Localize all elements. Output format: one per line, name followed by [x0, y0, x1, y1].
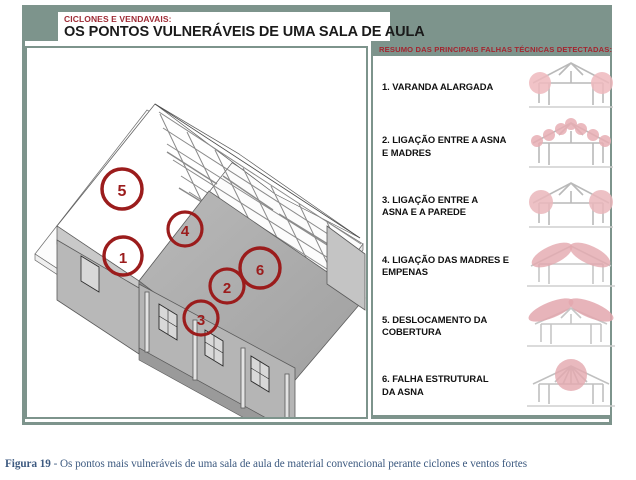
- failure-diagram-3: [525, 177, 617, 237]
- slide-title-bar: CICLONES E VENDAVAIS: OS PONTOS VULNERÁV…: [22, 5, 612, 41]
- failure-diagram-1: [525, 57, 617, 117]
- marker-3[interactable]: 3: [182, 299, 220, 337]
- failure-label-2: 2. LIGAÇÃO ENTRE A ASNA E MADRES: [382, 134, 507, 158]
- slide-kicker: CICLONES E VENDAVAIS:: [64, 14, 172, 24]
- marker-2[interactable]: 2: [208, 267, 246, 305]
- failure-item-2[interactable]: 2. LIGAÇÃO ENTRE A ASNA E MADRES: [374, 117, 613, 177]
- failure-label-1: 1. VARANDA ALARGADA: [382, 80, 494, 92]
- failure-label-4: 4. LIGAÇÃO DAS MADRES E EMPENAS: [382, 253, 509, 278]
- veranda-columns: [144, 291, 290, 417]
- figure-caption: Figura 19 - Os pontos mais vulneráveis d…: [5, 457, 633, 471]
- page-title: OS PONTOS VULNERÁVEIS DE UMA SALA DE AUL…: [64, 24, 425, 40]
- failure-item-1[interactable]: 1. VARANDA ALARGADA: [374, 57, 613, 117]
- figure-caption-label: Figura 19: [5, 458, 51, 470]
- classroom-3d-illustration: 5 4 1 6 2 3: [34, 103, 366, 417]
- svg-text:3: 3: [197, 312, 205, 329]
- vulnerability-markers: 5 4 1 6 2 3: [100, 167, 282, 337]
- failure-item-4[interactable]: 4. LIGAÇÃO DAS MADRES E EMPENAS: [374, 236, 615, 296]
- illustration-panel: 5 4 1 6 2 3: [25, 46, 368, 419]
- svg-text:6: 6: [256, 262, 264, 279]
- failure-item-6[interactable]: 6. FALHA ESTRUTURAL DA ASNA: [374, 356, 615, 416]
- svg-text:4: 4: [181, 223, 190, 240]
- roof-ridge-line: [154, 103, 361, 239]
- front-wall-windows: [158, 303, 270, 393]
- left-end-wall: [56, 239, 140, 355]
- failure-diagram-2: [525, 117, 617, 177]
- far-gable: [326, 225, 366, 311]
- marker-5[interactable]: 5: [100, 167, 144, 211]
- marker-4[interactable]: 4: [166, 210, 204, 248]
- failure-diagram-5: [525, 296, 617, 356]
- roof-truss-framework: [158, 111, 366, 305]
- summary-panel-header: RESUMO DAS PRINCIPAIS FALHAS TÉCNICAS DE…: [379, 45, 613, 54]
- marker-6[interactable]: 6: [238, 246, 282, 290]
- failure-diagram-4: [525, 236, 617, 296]
- failure-item-3[interactable]: 3. LIGAÇÃO ENTRE A ASNA E A PAREDE: [374, 177, 613, 237]
- svg-text:1: 1: [119, 250, 127, 267]
- failure-label-5: 5. DESLOCAMENTO DA COBERTURA: [382, 313, 488, 338]
- failure-label-3: 3. LIGAÇÃO ENTRE A ASNA E A PAREDE: [382, 193, 479, 218]
- summary-panel-body: 1. VARANDA ALARGADA 2. LIG: [373, 56, 615, 416]
- failure-diagram-6: [525, 356, 617, 416]
- svg-text:5: 5: [118, 183, 127, 200]
- failure-label-6: 6. FALHA ESTRUTURAL DA ASNA: [382, 373, 489, 397]
- failure-item-5[interactable]: 5. DESLOCAMENTO DA COBERTURA: [374, 296, 615, 356]
- figure-caption-text: Os pontos mais vulneráveis de uma sala d…: [60, 458, 528, 470]
- slide-title-box: CICLONES E VENDAVAIS: OS PONTOS VULNERÁV…: [58, 12, 425, 41]
- marker-1[interactable]: 1: [102, 235, 144, 277]
- figure-caption-separator: -: [50, 458, 61, 470]
- svg-text:2: 2: [223, 280, 231, 297]
- summary-panel: RESUMO DAS PRINCIPAIS FALHAS TÉCNICAS DE…: [371, 41, 615, 419]
